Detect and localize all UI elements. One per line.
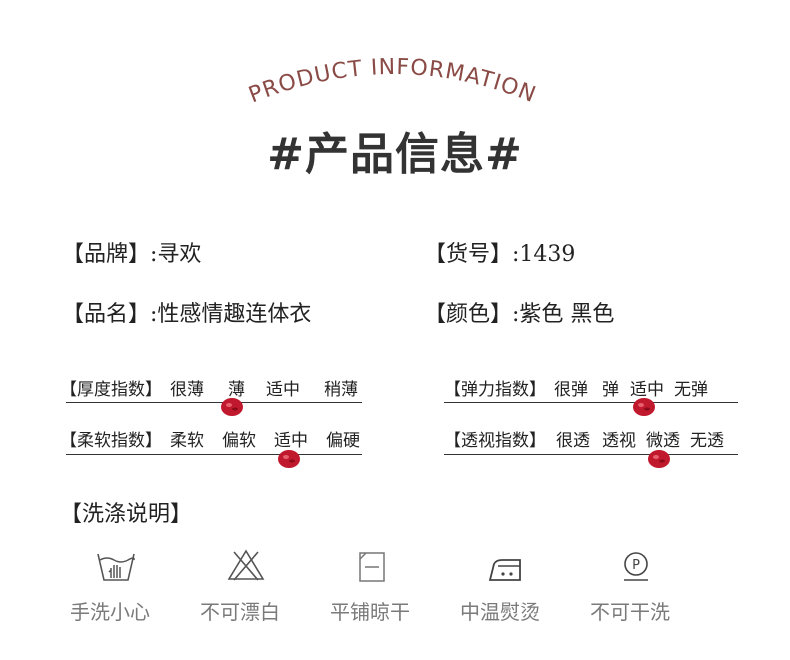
elasticity-index-line (444, 402, 738, 403)
transparency-option: 微透 (646, 431, 680, 451)
brand-info: 【品牌】:寻欢 (62, 242, 202, 267)
product-name-info: 【品名】:性感情趣连体衣 (62, 302, 312, 327)
care-label: 平铺晾干 (330, 600, 410, 624)
elasticity-index-row: 【弹力指数】 很弹 弹 适中 无弹 (444, 375, 744, 400)
thickness-index-label: 【厚度指数】 (60, 380, 162, 400)
dry-clean-p-icon: P (624, 552, 648, 581)
page-title: #产品信息# (267, 129, 523, 180)
transparency-option: 透视 (602, 431, 636, 451)
thickness-option: 稍薄 (324, 380, 358, 400)
thickness-option: 薄 (228, 380, 245, 400)
transparency-index-line (444, 454, 738, 455)
elasticity-option: 很弹 (554, 380, 588, 400)
item-number-info: 【货号】:1439 (424, 242, 576, 267)
svg-text:PRODUCT INFORMATION: PRODUCT INFORMATION (245, 55, 539, 108)
softness-index-label: 【柔软指数】 (60, 431, 162, 451)
softness-option: 柔软 (170, 431, 204, 451)
transparency-option: 无透 (690, 431, 724, 451)
softness-option: 适中 (274, 431, 308, 451)
transparency-option: 很透 (556, 431, 590, 451)
elasticity-option: 适中 (630, 380, 664, 400)
transparency-index-row: 【透视指数】 很透 透视 微透 无透 (444, 426, 744, 451)
softness-option: 偏硬 (326, 431, 360, 451)
transparency-index-label: 【透视指数】 (444, 431, 546, 451)
softness-index-row: 【柔软指数】 柔软 偏软 适中 偏硬 (60, 426, 370, 451)
thickness-option: 适中 (266, 380, 300, 400)
thickness-option: 很薄 (170, 380, 204, 400)
elasticity-option: 弹 (602, 380, 619, 400)
color-info: 【颜色】:紫色 黑色 (424, 302, 615, 327)
lip-mark-icon (648, 450, 670, 468)
elasticity-index-label: 【弹力指数】 (444, 380, 546, 400)
thickness-index-line (66, 402, 362, 403)
hand-wash-icon (97, 553, 135, 581)
lip-mark-icon (633, 398, 655, 416)
dry-flat-icon (359, 552, 385, 582)
product-information-heading: PRODUCT INFORMATION (245, 55, 539, 108)
care-label: 手洗小心 (70, 600, 150, 624)
iron-medium-icon (488, 559, 521, 581)
care-label: 中温熨烫 (460, 600, 540, 624)
svg-text:P: P (632, 558, 640, 573)
thickness-index-row: 【厚度指数】 很薄 薄 适中 稍薄 (60, 375, 370, 400)
care-label: 不可漂白 (200, 600, 280, 624)
softness-option: 偏软 (222, 431, 256, 451)
softness-index-line (66, 454, 362, 455)
care-label: 不可干洗 (590, 600, 670, 624)
lip-mark-icon (278, 450, 300, 468)
no-bleach-icon (227, 549, 265, 581)
washing-instructions-title: 【洗涤说明】 (60, 502, 193, 527)
lip-mark-icon (221, 398, 243, 416)
elasticity-option: 无弹 (674, 380, 708, 400)
